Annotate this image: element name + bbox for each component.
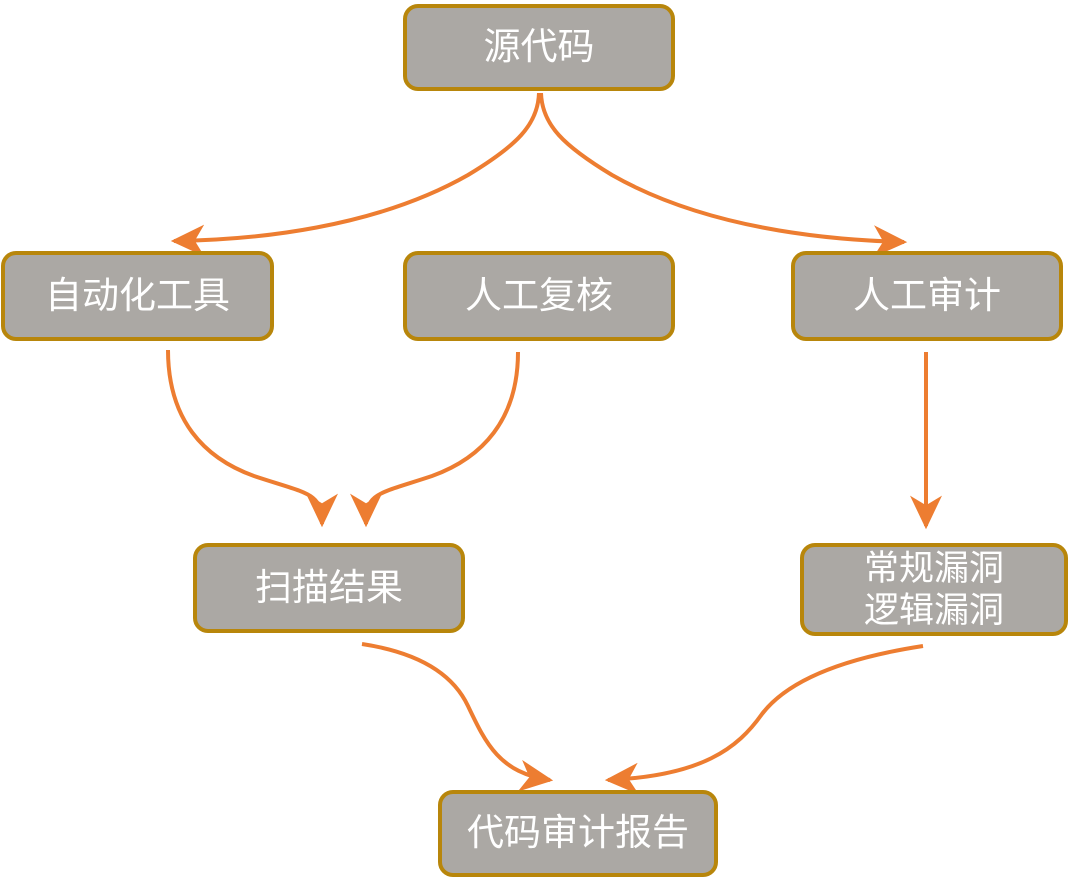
edge-source-to-manual-audit-arrow [539,92,908,258]
node-manual-audit: 人工审计 [791,251,1063,341]
node-vulnerabilities: 常规漏洞 逻辑漏洞 [800,543,1068,636]
node-manual-review: 人工复核 [403,251,675,341]
edge-automated-tools-to-scan-results-arrow [166,349,338,528]
node-audit-report: 代码审计报告 [438,790,718,877]
edge-scan-results-to-audit-report-arrow [361,642,554,792]
node-automated-tools: 自动化工具 [1,251,274,341]
edge-source-to-automated-tools-arrow [170,92,541,257]
node-source-code: 源代码 [403,4,675,91]
edge-vulnerabilities-to-audit-report-arrow [604,644,924,795]
edge-manual-review-to-scan-results-arrow [350,351,520,528]
node-scan-results: 扫描结果 [193,543,465,633]
